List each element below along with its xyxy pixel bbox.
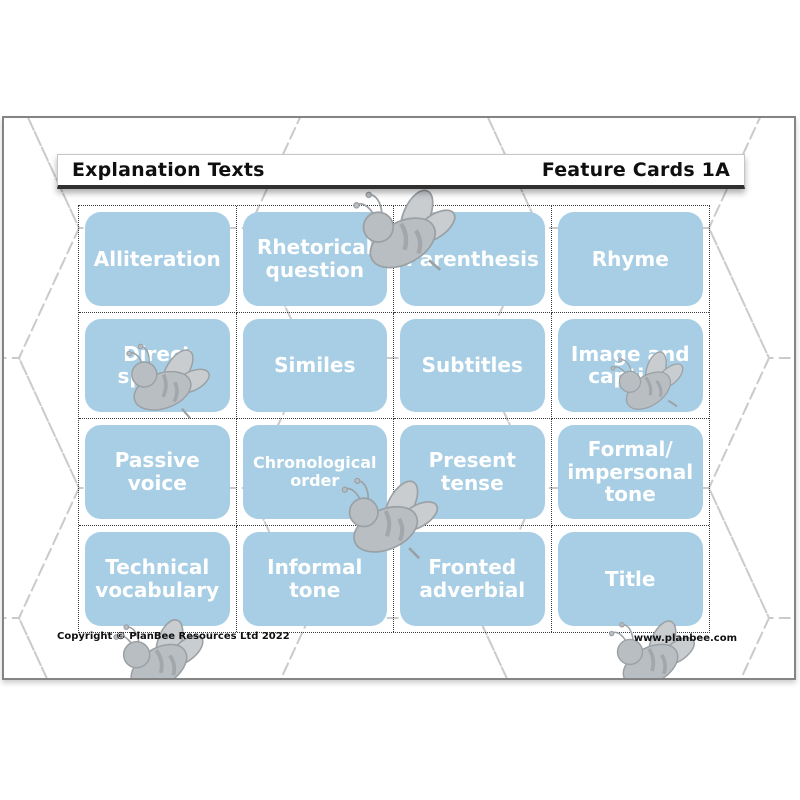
- card-cell: Fronted adverbial: [394, 525, 552, 632]
- card-label: Rhetorical question: [257, 235, 373, 282]
- card-label: Subtitles: [421, 353, 523, 378]
- card-cell: Parenthesis: [394, 206, 552, 313]
- sheet-label: Feature Cards 1A: [541, 159, 730, 181]
- card-cell: Technical vocabulary: [79, 525, 237, 632]
- feature-card: Passive voice: [85, 425, 230, 519]
- card-label: Technical vocabulary: [95, 555, 220, 602]
- bee-icon-image-caption: [608, 347, 690, 424]
- card-cell: Alliteration: [79, 206, 237, 313]
- bee-icon-footer-left: [111, 615, 209, 680]
- bee-icon-footer-right: [608, 618, 696, 680]
- feature-card-grid: Alliteration Rhetorical question Parenth…: [78, 205, 710, 633]
- bee-icon-middle: [334, 472, 442, 572]
- feature-card: Rhyme: [557, 212, 703, 306]
- card-cell: Rhyme: [551, 206, 709, 313]
- worksheet-slide: Explanation Texts Feature Cards 1A Allit…: [2, 116, 796, 680]
- card-label: Chronological order: [252, 452, 377, 490]
- feature-card: Fronted adverbial: [400, 531, 545, 626]
- bee-icon-top: [352, 187, 457, 283]
- feature-card: Informal tone: [242, 531, 387, 626]
- card-cell: Subtitles: [394, 312, 552, 419]
- card-label: Informal tone: [267, 555, 363, 602]
- card-label: Present tense: [428, 448, 516, 495]
- card-label: Alliteration: [93, 246, 221, 271]
- bee-icon-direct-speech: [115, 338, 215, 432]
- card-label: Parenthesis: [405, 246, 539, 271]
- card-label: Title: [605, 566, 656, 591]
- card-label: Rhyme: [591, 246, 669, 271]
- feature-card: Similes: [242, 318, 387, 412]
- feature-card: Chronological order: [242, 425, 387, 519]
- card-label: Similes: [274, 353, 356, 378]
- feature-card: Technical vocabulary: [85, 531, 230, 626]
- card-cell: Formal/ impersonal tone: [551, 419, 709, 526]
- card-label: Passive voice: [114, 448, 200, 495]
- card-cell: Passive voice: [79, 419, 237, 526]
- card-label: Fronted adverbial: [419, 555, 526, 602]
- card-cell: Informal tone: [237, 525, 394, 632]
- card-cell: Similes: [236, 312, 394, 419]
- footer-website: www.planbee.com: [633, 633, 737, 644]
- card-label: Formal/ impersonal tone: [567, 437, 694, 506]
- page-title: Explanation Texts: [72, 159, 265, 181]
- footer-copyright: Copyright © PlanBee Resources Ltd 2022: [57, 631, 290, 642]
- feature-card: Title: [557, 531, 703, 626]
- feature-card: Parenthesis: [400, 212, 545, 306]
- card-cell: Chronological order: [236, 419, 394, 526]
- feature-card: Alliteration: [85, 212, 230, 306]
- header-bar: Explanation Texts Feature Cards 1A: [57, 154, 745, 189]
- card-cell: Title: [552, 526, 710, 633]
- feature-card: Subtitles: [400, 318, 545, 412]
- feature-card: Formal/ impersonal tone: [557, 425, 703, 519]
